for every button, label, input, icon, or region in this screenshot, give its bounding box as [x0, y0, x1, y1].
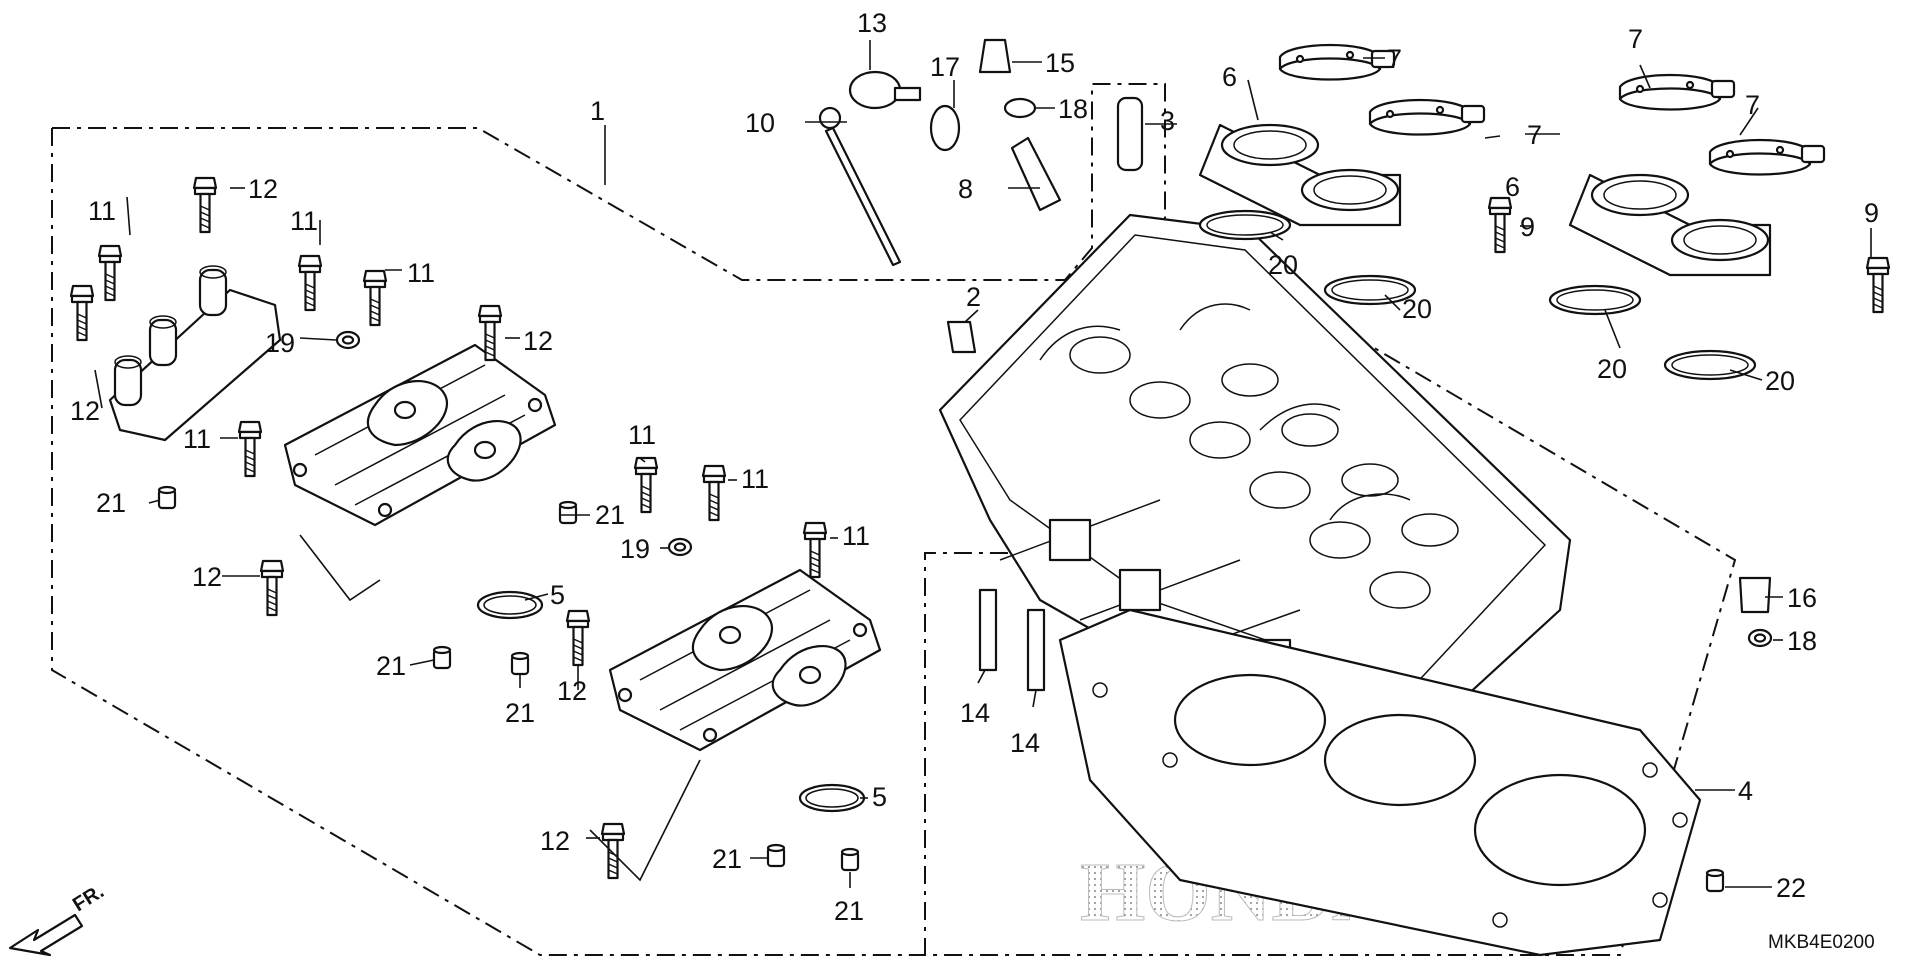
callout-11: 11: [628, 420, 656, 450]
callout-11: 11: [741, 464, 769, 494]
callout-1: 1: [590, 96, 605, 126]
callout-5: 5: [550, 580, 565, 610]
insulator-rings: [1198, 209, 1757, 381]
callout-12: 12: [540, 826, 570, 856]
callout-2: 2: [966, 282, 981, 312]
callout-20: 20: [1765, 366, 1795, 396]
callout-9: 9: [1864, 198, 1879, 228]
callout-11: 11: [407, 258, 435, 288]
insulator-left: [1198, 123, 1402, 227]
callout-14: 14: [1010, 728, 1040, 758]
clamp-1: [1278, 43, 1396, 81]
callout-7: 7: [1628, 24, 1643, 54]
callout-21: 21: [96, 488, 126, 518]
callout-11: 11: [290, 206, 318, 236]
callout-11: 11: [842, 521, 870, 551]
callout-21: 21: [376, 651, 406, 681]
callout-7: 7: [1745, 90, 1760, 120]
callout-10: 10: [745, 108, 775, 138]
svg-text:FR.: FR.: [69, 881, 108, 917]
cam-holder-left: [283, 343, 557, 527]
callout-8: 8: [958, 174, 973, 204]
callout-6: 6: [1222, 62, 1237, 92]
callout-15: 15: [1045, 48, 1075, 78]
callout-18: 18: [1787, 626, 1817, 656]
group-outline-bottom: [51, 128, 925, 956]
callout-4: 4: [1738, 776, 1753, 806]
front-direction-indicator: FR.: [8, 881, 108, 957]
callout-12: 12: [70, 396, 100, 426]
leader-lines: [94, 40, 1872, 888]
group-outline-left: [52, 83, 1737, 956]
callout-18: 18: [1058, 94, 1088, 124]
clamp-2: [1368, 98, 1486, 136]
callout-22: 22: [1776, 873, 1806, 903]
callout-21: 21: [712, 844, 742, 874]
callout-16: 16: [1787, 583, 1817, 613]
callout-12: 12: [557, 676, 587, 706]
callout-20: 20: [1597, 354, 1627, 384]
diagram-code: MKB4E0200: [1768, 932, 1875, 953]
callout-7: 7: [1387, 44, 1402, 74]
insulator-right: [1568, 173, 1772, 277]
clamp-3: [1618, 73, 1736, 111]
callout-21: 21: [595, 500, 625, 530]
callouts: 1 2 3 4 5 5 6 6 7 7 7 7 8 9 9 10 11 11 1…: [70, 8, 1879, 926]
callout-19: 19: [620, 534, 650, 564]
small-parts: [476, 38, 1773, 893]
cam-holder-small: [108, 265, 282, 442]
cam-holder-right: [608, 568, 882, 752]
callout-17: 17: [930, 52, 960, 82]
callout-20: 20: [1268, 250, 1298, 280]
callout-9: 9: [1520, 212, 1535, 242]
callout-14: 14: [960, 698, 990, 728]
callout-12: 12: [248, 174, 278, 204]
callout-11: 11: [183, 424, 211, 454]
callout-12: 12: [523, 326, 553, 356]
callout-12: 12: [192, 562, 222, 592]
clamp-4: [1708, 138, 1826, 176]
callout-13: 13: [857, 8, 887, 38]
callout-21: 21: [505, 698, 535, 728]
callout-7: 7: [1527, 120, 1542, 150]
callout-5: 5: [872, 782, 887, 812]
callout-11: 11: [88, 196, 116, 226]
callout-3: 3: [1160, 106, 1175, 136]
callout-21: 21: [834, 896, 864, 926]
callout-6: 6: [1505, 172, 1520, 202]
callout-19: 19: [265, 328, 295, 358]
callout-20: 20: [1402, 294, 1432, 324]
head-gasket: [1058, 608, 1702, 957]
